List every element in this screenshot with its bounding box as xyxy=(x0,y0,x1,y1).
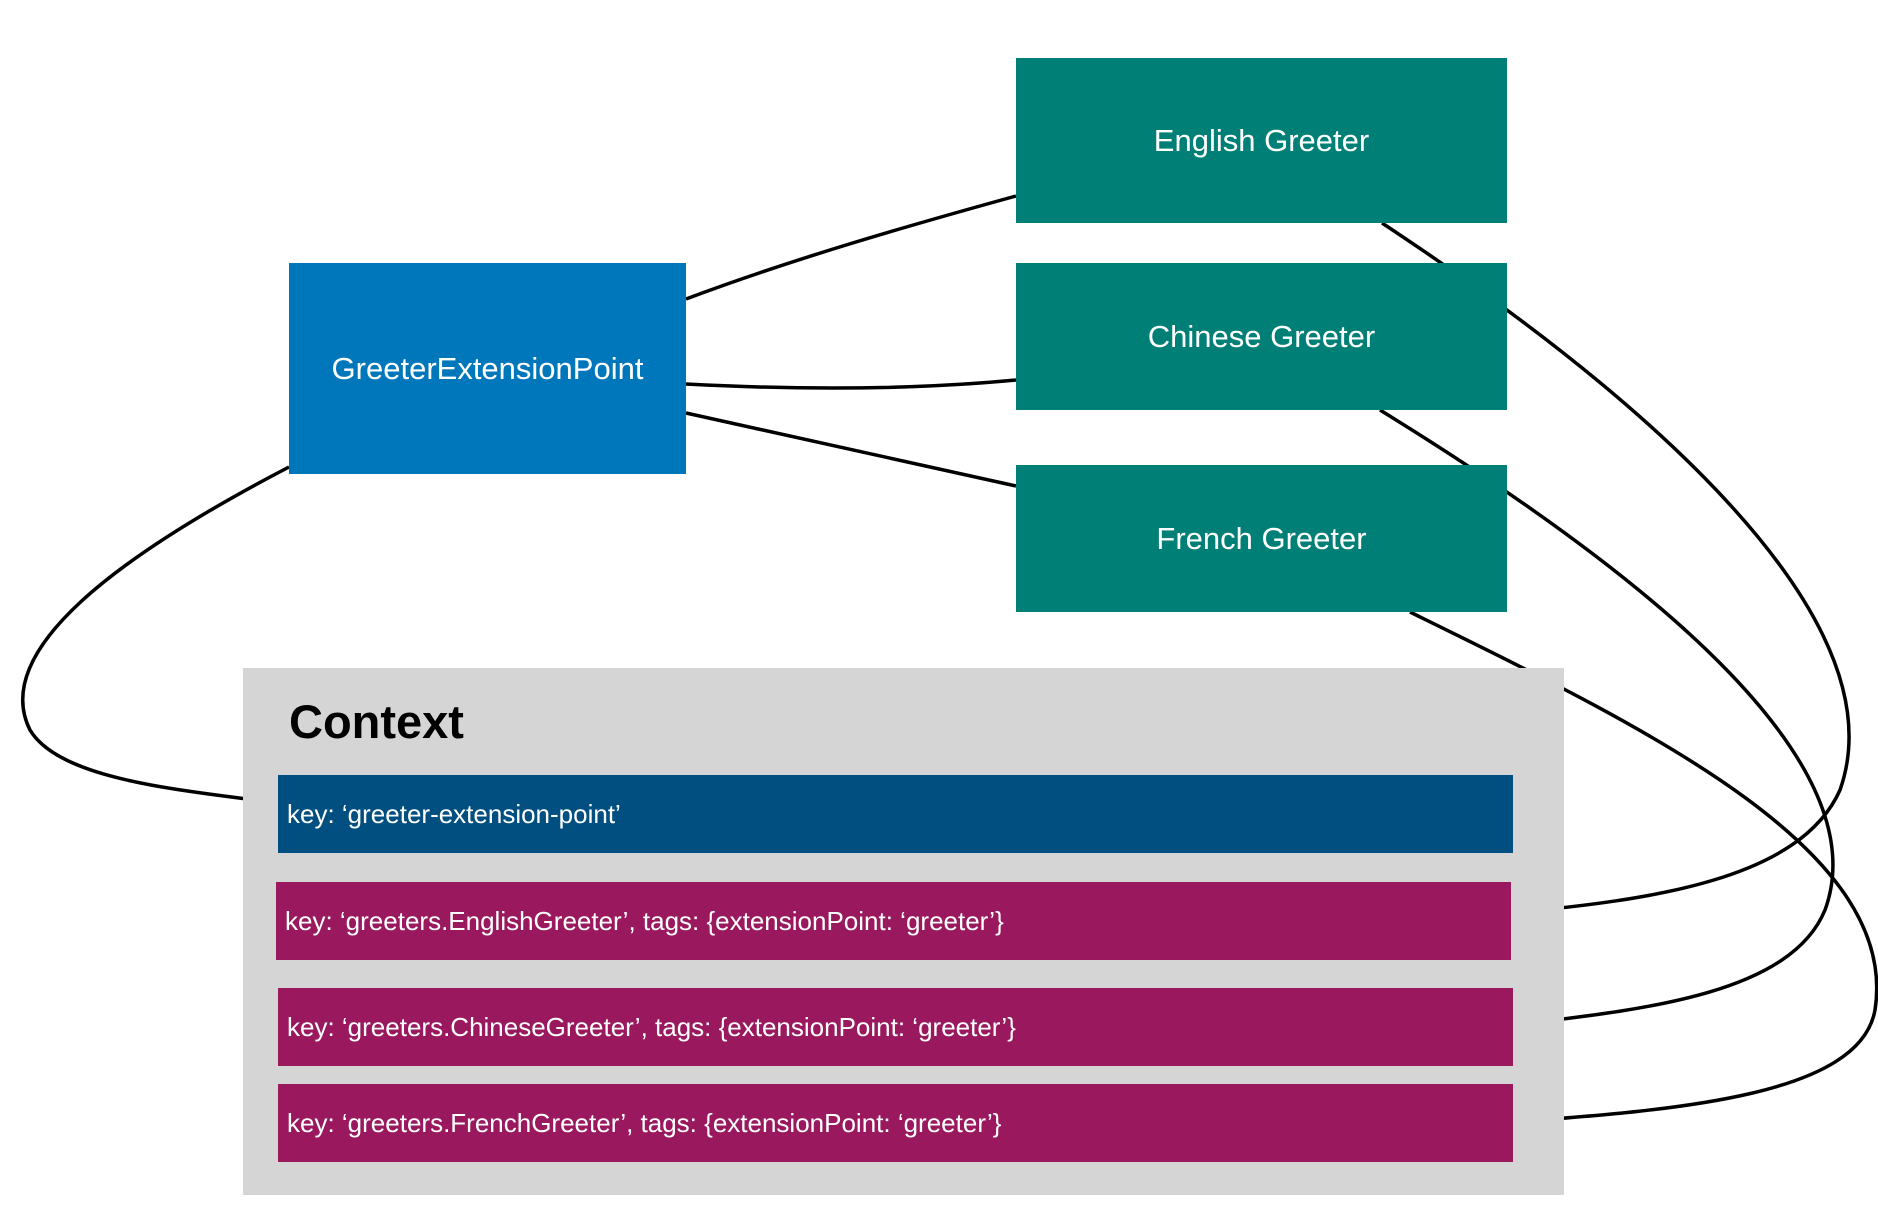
english-greeter-label: English Greeter xyxy=(1153,122,1370,158)
edge-extension-point-french xyxy=(685,411,1017,488)
extension-point-label: GreeterExtensionPoint xyxy=(331,350,644,386)
binding-english-greeter-label: key: ‘greeters.EnglishGreeter’, tags: {e… xyxy=(285,905,1004,936)
french-greeter-label: French Greeter xyxy=(1156,520,1367,556)
binding-french-greeter: key: ‘greeters.FrenchGreeter’, tags: {ex… xyxy=(278,1084,1513,1162)
context-title: Context xyxy=(289,695,464,748)
french-greeter-node: French Greeter xyxy=(1016,465,1507,612)
binding-french-greeter-label: key: ‘greeters.FrenchGreeter’, tags: {ex… xyxy=(287,1107,1002,1138)
chinese-greeter-label: Chinese Greeter xyxy=(1147,318,1376,354)
binding-english-greeter: key: ‘greeters.EnglishGreeter’, tags: {e… xyxy=(276,882,1511,960)
edge-extension-point-chinese xyxy=(685,378,1017,390)
extension-point-node: GreeterExtensionPoint xyxy=(289,263,686,474)
binding-chinese-greeter-label: key: ‘greeters.ChineseGreeter’, tags: {e… xyxy=(287,1011,1016,1042)
binding-extension-point: key: ‘greeter-extension-point’ xyxy=(278,775,1513,853)
binding-chinese-greeter: key: ‘greeters.ChineseGreeter’, tags: {e… xyxy=(278,988,1513,1066)
chinese-greeter-node: Chinese Greeter xyxy=(1016,263,1507,410)
edge-extension-point-english xyxy=(685,194,1017,301)
binding-extension-point-label: key: ‘greeter-extension-point’ xyxy=(287,798,621,829)
english-greeter-node: English Greeter xyxy=(1016,58,1507,223)
